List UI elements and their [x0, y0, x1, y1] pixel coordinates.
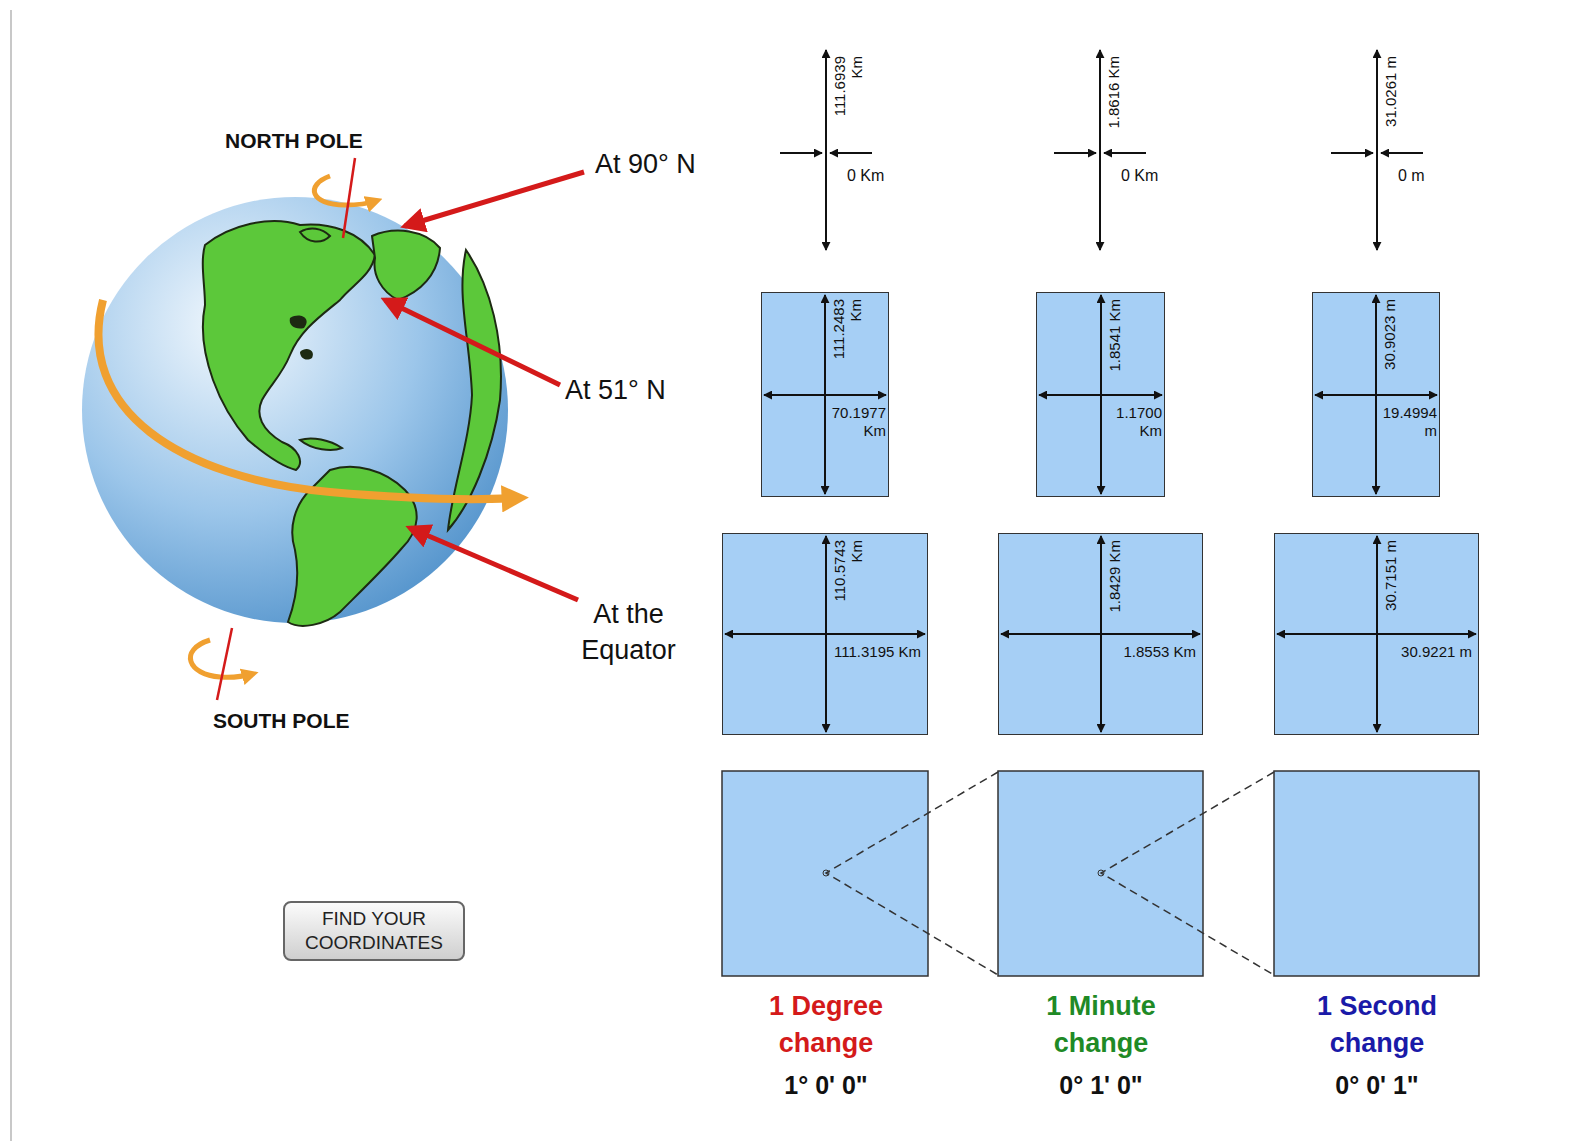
label: At 90° N	[595, 148, 735, 180]
button: FIND YOUR COORDINATES	[283, 901, 465, 961]
globe	[82, 197, 508, 623]
button-text: FIND YOUR COORDINATES	[293, 907, 455, 955]
label: NORTH POLE	[225, 128, 395, 153]
height-value: 1.8541 Km	[1106, 299, 1123, 379]
width-arrow	[1039, 394, 1162, 396]
axis-line	[217, 628, 232, 700]
measure-box: 111.2483 Km 70.1977 Km	[761, 292, 889, 497]
box-arrows	[722, 533, 928, 735]
lakes	[290, 316, 313, 360]
box-arrows	[1274, 533, 1479, 735]
rotation-arrow	[314, 176, 376, 205]
box-arrows	[1036, 292, 1165, 497]
width-value: 1.1700 Km	[1106, 404, 1162, 440]
width-value: 19.4994 m	[1381, 404, 1437, 440]
label: SOUTH POLE	[213, 708, 383, 733]
dimension-label: 31.0261 m	[1382, 56, 1399, 134]
zoom-point	[823, 870, 829, 876]
width-value: 70.1977 Km	[830, 404, 886, 440]
dimension-label: 1.8616 Km	[1105, 56, 1122, 134]
width-arrow	[725, 633, 925, 635]
distance-crosses	[780, 50, 1423, 250]
label: 0 Km	[1121, 166, 1181, 185]
measure-box: 30.7151 m 30.9221 m	[1274, 533, 1479, 735]
zoom-lines	[826, 772, 1274, 975]
height-value: 110.5743 Km	[831, 540, 865, 620]
width-value: 111.3195 Km	[831, 643, 921, 661]
label: 1 Minute change	[1021, 988, 1181, 1062]
box-arrows	[998, 533, 1203, 735]
width-arrow	[1277, 633, 1476, 635]
height-value: 30.7151 m	[1382, 540, 1399, 620]
width-arrow	[1315, 394, 1437, 396]
zoom-squares	[722, 771, 1479, 976]
label: 0° 0' 1"	[1277, 1070, 1477, 1100]
measure-box: 30.9023 m 19.4994 m	[1312, 292, 1440, 497]
height-value: 30.9023 m	[1381, 299, 1398, 379]
width-arrow	[764, 394, 886, 396]
label: 0 Km	[847, 166, 907, 185]
label: 0 m	[1398, 166, 1458, 185]
box-arrows	[761, 292, 889, 497]
box-arrows	[1312, 292, 1440, 497]
label: 0° 1' 0"	[1001, 1070, 1201, 1100]
rotation-arrow	[190, 640, 252, 677]
pointer-arrow	[385, 300, 560, 385]
page-edge	[10, 10, 12, 1141]
pointer-arrow	[405, 172, 584, 226]
dimension-label: 111.6939 Km	[831, 56, 865, 134]
width-value: 30.9221 m	[1382, 643, 1472, 661]
label: 1 Second change	[1297, 988, 1457, 1062]
rotation-ring	[98, 300, 518, 499]
measure-box: 1.8541 Km 1.1700 Km	[1036, 292, 1165, 497]
width-value: 1.8553 Km	[1106, 643, 1196, 661]
measure-box: 1.8429 Km 1.8553 Km	[998, 533, 1203, 735]
width-arrow	[1001, 633, 1200, 635]
height-value: 1.8429 Km	[1106, 540, 1123, 620]
height-value: 111.2483 Km	[830, 299, 864, 379]
label: At the Equator	[566, 596, 691, 668]
label: At 51° N	[565, 374, 705, 406]
label: 1 Degree change	[746, 988, 906, 1062]
measure-box: 110.5743 Km 111.3195 Km	[722, 533, 928, 735]
axis-line	[343, 158, 355, 238]
zoom-point	[1098, 870, 1104, 876]
continents	[203, 221, 501, 626]
label: 1° 0' 0"	[726, 1070, 926, 1100]
pointer-arrow	[410, 528, 578, 600]
